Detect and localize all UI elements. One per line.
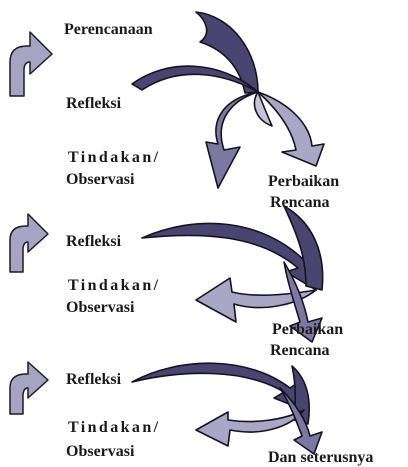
label-revision: Perbaikan xyxy=(272,321,343,338)
action-arrow xyxy=(205,91,259,189)
label-continuation: Dan seterusnya xyxy=(268,449,373,466)
label-observation: Observasi xyxy=(66,299,135,316)
continuation-arrow xyxy=(279,387,323,455)
label-reflection: Refleksi xyxy=(66,233,122,250)
up-right-arrow-icon xyxy=(9,213,49,273)
label-action: Tindakan/ xyxy=(68,419,160,436)
action-arrow xyxy=(195,277,317,323)
up-right-arrow-icon xyxy=(9,361,49,415)
up-right-arrow-icon xyxy=(9,31,53,97)
label-action: Tindakan/ xyxy=(68,149,160,166)
revision-arrow xyxy=(257,91,325,167)
reflection-arrow xyxy=(131,362,305,411)
label-reflection: Refleksi xyxy=(66,371,122,388)
label-observation: Observasi xyxy=(66,171,135,188)
reflection-arrow xyxy=(131,65,259,93)
label-action: Tindakan/ xyxy=(68,277,160,294)
planning-arrow xyxy=(195,11,259,94)
label-revision: Perbaikan xyxy=(268,173,339,190)
action-arrow xyxy=(195,409,305,447)
revision-arrow xyxy=(283,261,323,343)
label-plan: Rencana xyxy=(270,194,330,211)
label-plan: Rencana xyxy=(270,342,330,359)
label-reflection: Refleksi xyxy=(66,95,122,112)
label-planning: Perencanaan xyxy=(64,21,153,38)
cycle-1: Perencanaan Refleksi Tindakan/ Observasi… xyxy=(9,11,339,211)
planning-arrow xyxy=(283,205,324,291)
cycle-3: Refleksi Tindakan/ Observasi Dan seterus… xyxy=(9,361,373,466)
cycle-2: Refleksi Tindakan/ Observasi Perbaikan R… xyxy=(9,205,343,359)
back-arrow xyxy=(253,91,273,127)
label-observation: Observasi xyxy=(66,443,135,460)
